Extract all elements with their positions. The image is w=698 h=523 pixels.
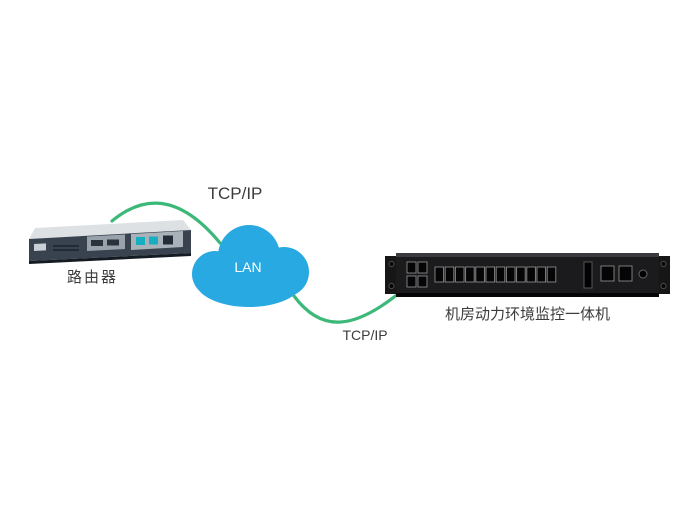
router-module-bay — [87, 234, 125, 251]
router-port-dark — [163, 235, 173, 245]
router-slot-2 — [107, 239, 119, 246]
card-slot — [583, 261, 593, 289]
router-badge — [34, 243, 46, 251]
router-top-panel — [29, 220, 191, 239]
screw-hole — [388, 282, 395, 290]
router-vents — [53, 245, 79, 251]
link-router-to-cloud — [110, 201, 222, 245]
link-cloud-to-monitor — [292, 287, 406, 324]
uplink-port-2 — [618, 265, 633, 282]
router-slot-1 — [91, 240, 103, 246]
link-label-tcpip-bottom: TCP/IP — [342, 327, 388, 343]
ethernet-port-row — [434, 266, 557, 283]
router-port-cyan-1 — [136, 237, 145, 245]
link-label-tcpip-top: TCP/IP — [207, 184, 263, 203]
screw-hole — [388, 260, 395, 268]
screw-hole — [660, 260, 667, 268]
screw-hole — [660, 282, 667, 290]
chassis-top-bevel — [396, 253, 659, 257]
lan-cloud-icon: LAN — [192, 225, 309, 307]
router-label: 路由器 — [66, 269, 118, 286]
cloud-base — [196, 257, 302, 307]
uplink-port-1 — [600, 265, 615, 282]
chassis-bottom-shadow — [396, 293, 659, 297]
cloud-label: LAN — [234, 259, 261, 275]
monitor-appliance-icon — [385, 253, 670, 297]
rack-ear-right — [657, 256, 670, 294]
rack-ear-left — [385, 256, 398, 294]
router-base-shadow — [29, 253, 191, 264]
router-port-cyan-2 — [149, 236, 158, 245]
monitor-label: 机房动力环境监控一体机 — [444, 306, 610, 323]
round-connector — [638, 269, 648, 279]
port-block-left — [406, 261, 428, 288]
router-icon — [29, 220, 191, 264]
